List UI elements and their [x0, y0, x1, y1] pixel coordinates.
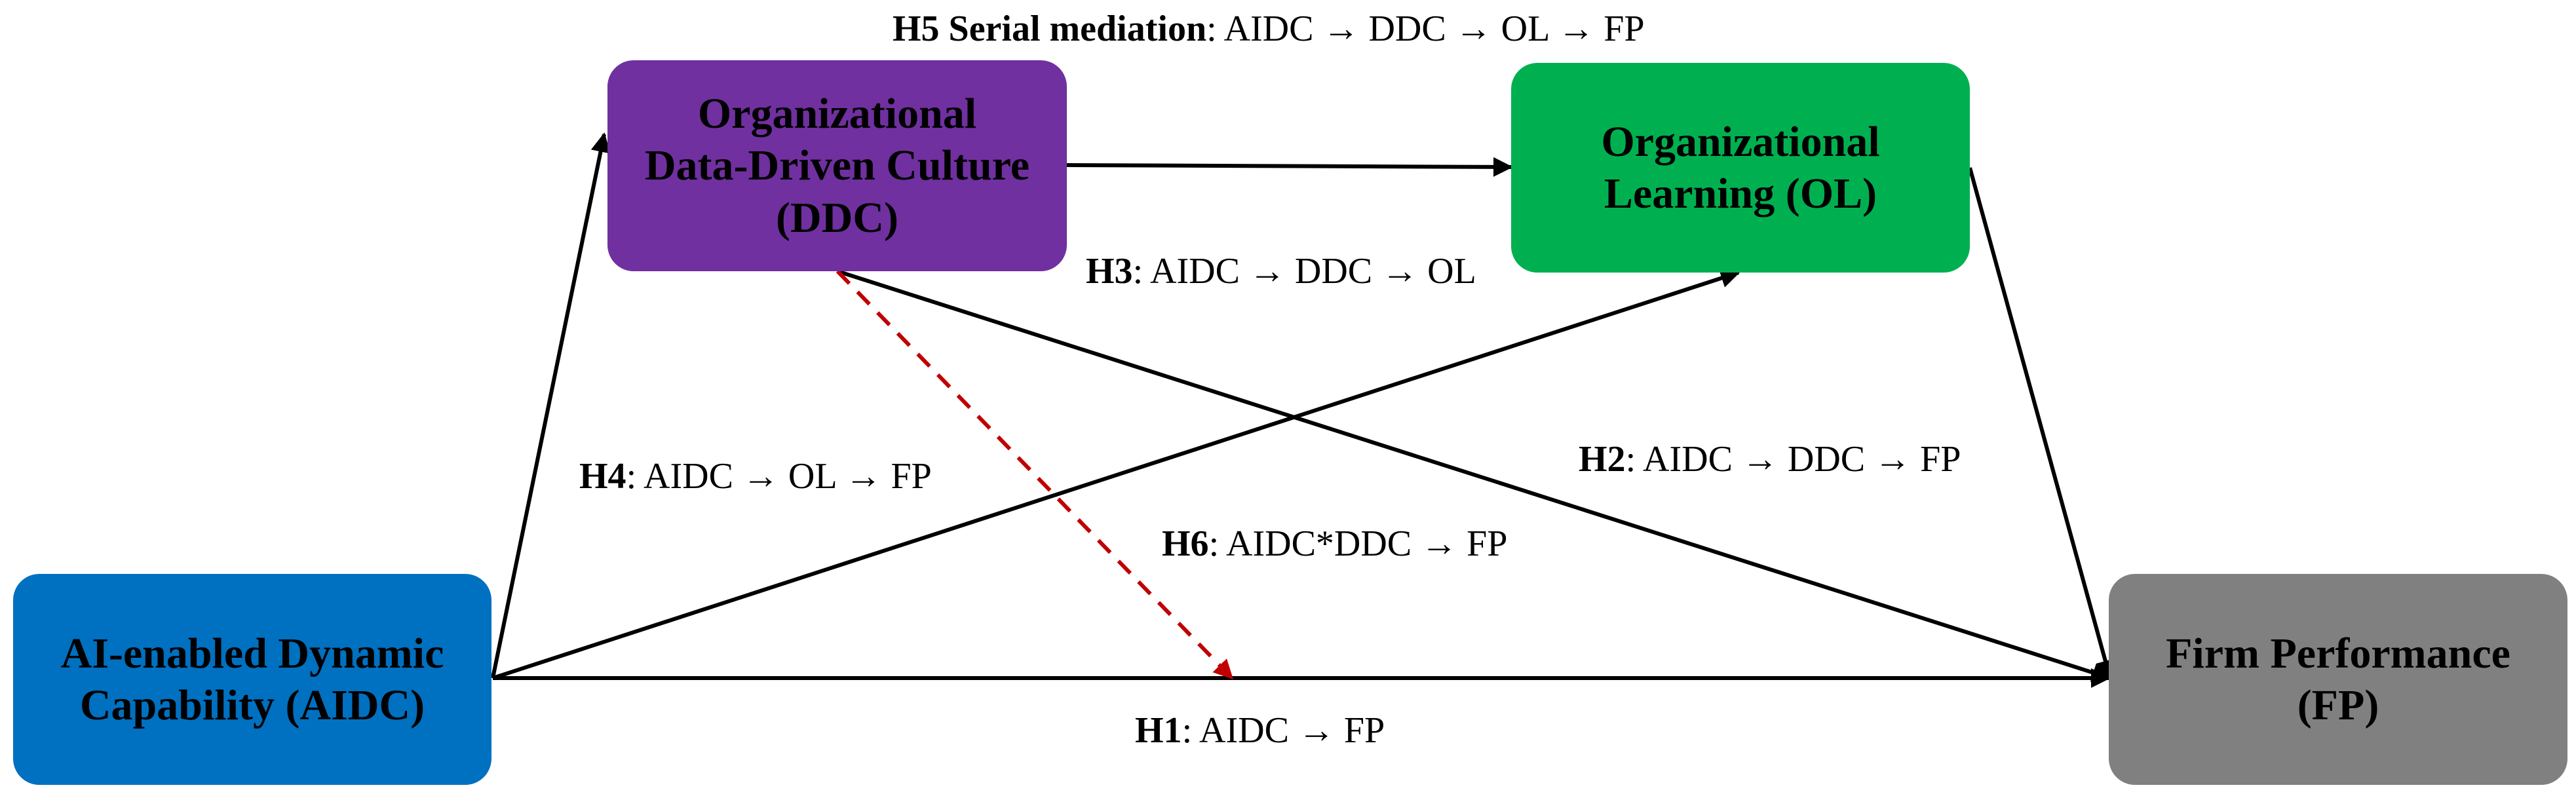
node-fp-label: Firm Performance (FP) [2166, 629, 2510, 729]
hypothesis-h6-path: : AIDC*DDC → FP [1208, 523, 1508, 564]
arrow-aidc-to-ddc [491, 132, 611, 679]
hypothesis-h2-id: H2 [1579, 439, 1626, 480]
node-ddc: Organizational Data-Driven Culture (DDC) [607, 60, 1067, 271]
hypothesis-h5-id: H5 Serial mediation [893, 9, 1207, 49]
node-ol-label: Organizational Learning (OL) [1601, 117, 1880, 218]
hypothesis-h4-label: H4: AIDC → OL → FP [579, 458, 932, 495]
hypothesis-h4-path: : AIDC → OL → FP [626, 456, 932, 497]
hypothesis-h3-path: : AIDC → DDC → OL [1132, 251, 1476, 292]
arrow-ddc-to-ol [1066, 157, 1513, 177]
hypothesis-h6-label: H6: AIDC*DDC → FP [1162, 525, 1507, 562]
node-fp: Firm Performance (FP) [2109, 574, 2567, 785]
node-aidc-label: AI-enabled Dynamic Capability (AIDC) [60, 629, 444, 729]
node-ol: Organizational Learning (OL) [1511, 63, 1970, 273]
hypothesis-h3-id: H3 [1086, 251, 1133, 292]
hypothesis-h1-id: H1 [1135, 710, 1182, 751]
hypothesis-h2-path: : AIDC → DDC → FP [1625, 439, 1961, 480]
hypothesis-h1-path: : AIDC → FP [1182, 710, 1385, 751]
hypothesis-h1-label: H1: AIDC → FP [1135, 712, 1385, 749]
hypothesis-h3-label: H3: AIDC → DDC → OL [1086, 253, 1476, 290]
arrow-aidc-to-ol [492, 269, 1740, 680]
node-ddc-label: Organizational Data-Driven Culture (DDC) [644, 90, 1030, 242]
moderation-arrow-ddc-to-h1-path [836, 269, 1234, 680]
hypothesis-h5-label: H5 Serial mediation: AIDC → DDC → OL → F… [893, 10, 1645, 47]
arrow-ddc-to-fp [837, 269, 2112, 683]
hypothesis-h6-id: H6 [1162, 523, 1209, 564]
hypothesis-h5-path: : AIDC → DDC → OL → FP [1206, 9, 1645, 49]
hypothesis-h2-label: H2: AIDC → DDC → FP [1579, 441, 1961, 478]
node-aidc: AI-enabled Dynamic Capability (AIDC) [13, 574, 491, 785]
arrow-ol-to-fp [1968, 167, 2115, 680]
hypothesis-h4-id: H4 [579, 456, 626, 497]
